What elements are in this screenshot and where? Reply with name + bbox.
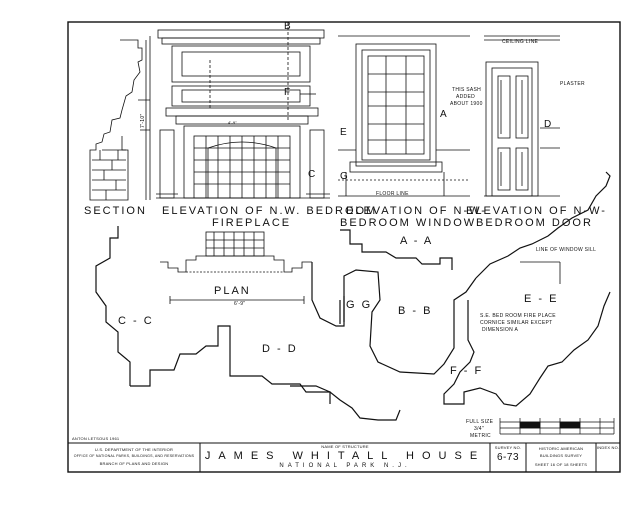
window-sill-line (520, 261, 561, 284)
survey-no: 6-73 (496, 452, 519, 463)
habs-line-2: BUILDINGS SURVEY (539, 453, 583, 458)
window-elevation (338, 35, 470, 197)
label-profile-bb: B - B (398, 305, 433, 317)
label-fireplace: FIREPLACE (212, 217, 292, 229)
fireplace-plan (160, 231, 312, 304)
profile-gg (339, 296, 345, 324)
label-profile-aa: A - A (400, 235, 434, 247)
marker-a: A (440, 109, 448, 120)
profile-dd (130, 325, 331, 404)
note-se-2: CORNICE SIMILAR EXCEPT (480, 320, 553, 326)
index-no-label: INDEX NO. (597, 445, 620, 450)
agency-line-1: U.S. DEPARTMENT OF THE INTERIOR (94, 447, 174, 452)
label-section: SECTION (84, 205, 147, 217)
marker-e: E (340, 127, 348, 138)
label-elevation-window: ELEVATION OF N-W- (346, 205, 487, 217)
profile-bb (311, 262, 477, 375)
profile-aa (340, 229, 453, 270)
profile-ff (290, 385, 401, 421)
section-drawing (89, 36, 151, 201)
label-bedroom-window: BEDROOM WINDOW (340, 217, 477, 229)
note-se-3: DIMENSION A (482, 327, 519, 333)
structure-name-label: NAME OF STRUCTURE (321, 444, 369, 449)
label-profile-ff: F - F (450, 365, 484, 377)
scale-three-quarter: 3/4" (474, 426, 484, 432)
marker-b: B (284, 21, 292, 32)
scale-full-size: FULL SIZE (466, 419, 494, 425)
marker-c: C (308, 169, 317, 180)
label-profile-gg: G G (346, 299, 373, 311)
profile-ee (475, 171, 611, 279)
note-sash-3: ABOUT 1900 (450, 101, 483, 107)
label-profile-dd: D - D (262, 343, 298, 355)
agency-line-2: OFFICE OF NATIONAL PARKS, BUILDINGS, AND… (73, 454, 195, 458)
svg-text:4'-9": 4'-9" (228, 120, 237, 125)
label-plan-dimension: 6'-9" (234, 301, 246, 307)
door-elevation (484, 35, 560, 197)
label-elevation-door: ELEVATION OF N-W- (466, 205, 607, 217)
habs-line-1: HISTORIC AMERICAN (538, 446, 584, 451)
agency-line-3: BRANCH OF PLANS AND DESIGN (99, 461, 169, 466)
title-block (67, 442, 621, 473)
label-profile-ee: E - E (524, 293, 559, 305)
survey-no-label: SURVEY NO. (494, 445, 522, 450)
note-sash-1: THIS SASH (452, 87, 482, 93)
profile-cc (95, 226, 131, 386)
marker-f: F (284, 87, 292, 98)
note-floor-line: FLOOR LINE (376, 191, 409, 197)
fireplace-elevation (156, 22, 330, 199)
svg-text:7'-10": 7'-10" (140, 113, 146, 128)
note-window-sill: LINE OF WINDOW SILL (536, 247, 597, 253)
note-sash-2: ADDED (456, 94, 476, 100)
note-se-1: S.E. BED ROOM FIRE PLACE (480, 313, 556, 319)
label-plan: PLAN (214, 285, 251, 297)
scale-bar (499, 418, 615, 435)
structure-name: JAMES WHITALL HOUSE (204, 450, 486, 462)
scale-metric: METRIC (470, 433, 491, 439)
marker-g: G (340, 171, 349, 182)
delineator: ANTON LETSOUS 1961 (72, 436, 120, 441)
structure-location: NATIONAL PARK N.J. (279, 463, 411, 469)
marker-d: D (544, 119, 553, 130)
profile-ee-lower (443, 291, 611, 407)
note-plaster: PLASTER (560, 81, 585, 87)
note-ceiling-line: CEILING LINE (502, 39, 539, 45)
label-bedroom-door: BEDROOM DOOR (476, 217, 593, 229)
sheet-number: SHEET 16 OF 18 SHEETS (534, 462, 588, 467)
label-profile-cc: C - C (118, 315, 154, 327)
label-elevation-fireplace: ELEVATION OF N.W. BEDROOM (162, 205, 378, 217)
